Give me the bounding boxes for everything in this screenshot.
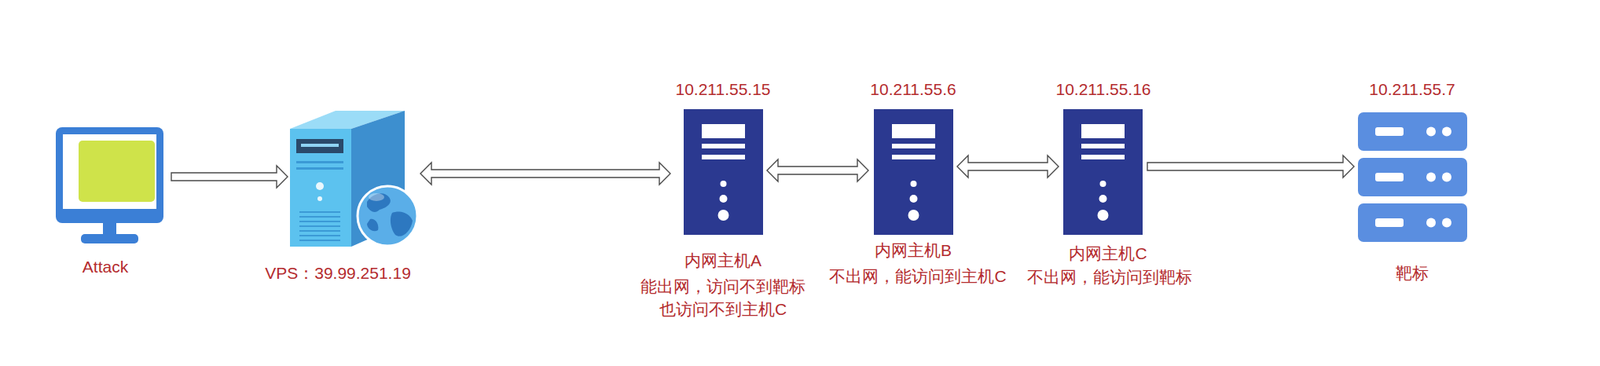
vent-line bbox=[299, 225, 341, 228]
device-label: VPS：39.99.251.19 bbox=[264, 261, 412, 285]
host-body bbox=[873, 109, 954, 235]
host-note: 能出网，访问不到靶标 也访问不到主机C bbox=[636, 275, 811, 322]
vent-line bbox=[299, 216, 341, 218]
rack-led bbox=[1426, 172, 1436, 183]
monitor-base bbox=[80, 234, 139, 244]
node-icon bbox=[1357, 112, 1468, 243]
rack-led bbox=[1442, 127, 1452, 137]
rack-slot bbox=[1375, 127, 1404, 136]
intranet-host: 10.211.55.15内网主机A能出网，访问不到靶标 也访问不到主机C bbox=[683, 109, 764, 235]
vent-line bbox=[299, 220, 341, 223]
tower-front bbox=[289, 128, 352, 247]
hollow-arrow bbox=[171, 165, 288, 188]
host-led bbox=[718, 209, 730, 221]
rack-led bbox=[1442, 218, 1452, 228]
host-title: 内网主机B bbox=[874, 238, 952, 262]
vent-line bbox=[299, 239, 341, 242]
node-icon bbox=[1063, 109, 1143, 235]
monitor-neck bbox=[102, 223, 117, 236]
monitor-screen bbox=[62, 134, 157, 210]
host-note: 不出网，能访问到主机C bbox=[829, 264, 1006, 288]
host-led bbox=[720, 180, 727, 188]
host-bar bbox=[701, 124, 745, 139]
hollow-arrow bbox=[766, 159, 869, 182]
host-led bbox=[908, 209, 920, 221]
host-bar bbox=[891, 124, 936, 139]
power-button bbox=[315, 182, 324, 191]
rack-unit bbox=[1357, 157, 1468, 197]
host-body bbox=[683, 109, 764, 235]
device-label: Attack bbox=[82, 255, 129, 279]
host-bar bbox=[891, 154, 936, 160]
led bbox=[317, 196, 323, 202]
attacker-pc: Attack bbox=[55, 127, 164, 246]
monitor-frame bbox=[55, 127, 164, 224]
hollow-arrow bbox=[957, 155, 1059, 178]
rack-unit bbox=[1357, 203, 1468, 243]
node-icon bbox=[55, 127, 164, 246]
host-body bbox=[1063, 109, 1143, 235]
panel-line bbox=[296, 161, 344, 164]
host-led bbox=[719, 194, 728, 203]
panel-line bbox=[296, 167, 344, 170]
host-bar bbox=[891, 143, 936, 149]
host-bar bbox=[701, 154, 745, 160]
rack-led bbox=[1426, 127, 1436, 137]
ip-label: 10.211.55.15 bbox=[675, 77, 771, 101]
ip-label: 10.211.55.6 bbox=[869, 77, 956, 101]
host-led bbox=[1100, 180, 1107, 188]
hollow-arrow bbox=[420, 162, 671, 185]
host-led bbox=[1097, 209, 1109, 221]
rack-slot bbox=[1375, 172, 1404, 182]
vent-line bbox=[299, 211, 341, 213]
intranet-host: 10.211.55.6内网主机B不出网，能访问到主机C bbox=[873, 109, 954, 235]
drive-slot bbox=[300, 143, 339, 147]
globe bbox=[357, 186, 418, 246]
vent-line bbox=[299, 234, 341, 237]
host-title: 内网主机A bbox=[684, 249, 762, 272]
vps-server: VPS：39.99.251.19 bbox=[288, 109, 419, 249]
host-bar bbox=[701, 143, 745, 149]
device-label: 靶标 bbox=[1395, 261, 1429, 285]
host-bar bbox=[1081, 124, 1125, 139]
node-icon bbox=[873, 109, 954, 235]
globe-shine bbox=[368, 193, 385, 202]
globe-land bbox=[366, 193, 413, 237]
host-led bbox=[910, 180, 918, 188]
host-led bbox=[910, 194, 918, 203]
target-server: 10.211.55.7靶标 bbox=[1357, 112, 1468, 243]
host-bar bbox=[1081, 143, 1125, 149]
vent-line bbox=[299, 230, 341, 232]
rack-led bbox=[1426, 218, 1436, 228]
host-note: 不出网，能访问到靶标 bbox=[1027, 265, 1193, 289]
rack-slot bbox=[1375, 218, 1404, 228]
hollow-arrow bbox=[1147, 155, 1355, 178]
node-icon bbox=[683, 109, 764, 235]
rack-unit bbox=[1357, 112, 1468, 151]
host-title: 内网主机C bbox=[1068, 242, 1147, 265]
ip-label: 10.211.55.7 bbox=[1368, 77, 1455, 101]
drive-bay bbox=[296, 139, 344, 154]
ip-label: 10.211.55.16 bbox=[1055, 77, 1151, 101]
node-icon bbox=[288, 109, 419, 249]
intranet-host: 10.211.55.16内网主机C不出网，能访问到靶标 bbox=[1063, 109, 1143, 235]
screen-content bbox=[78, 140, 155, 202]
host-led bbox=[1099, 194, 1108, 203]
rack-led bbox=[1442, 172, 1452, 183]
host-bar bbox=[1081, 154, 1125, 160]
